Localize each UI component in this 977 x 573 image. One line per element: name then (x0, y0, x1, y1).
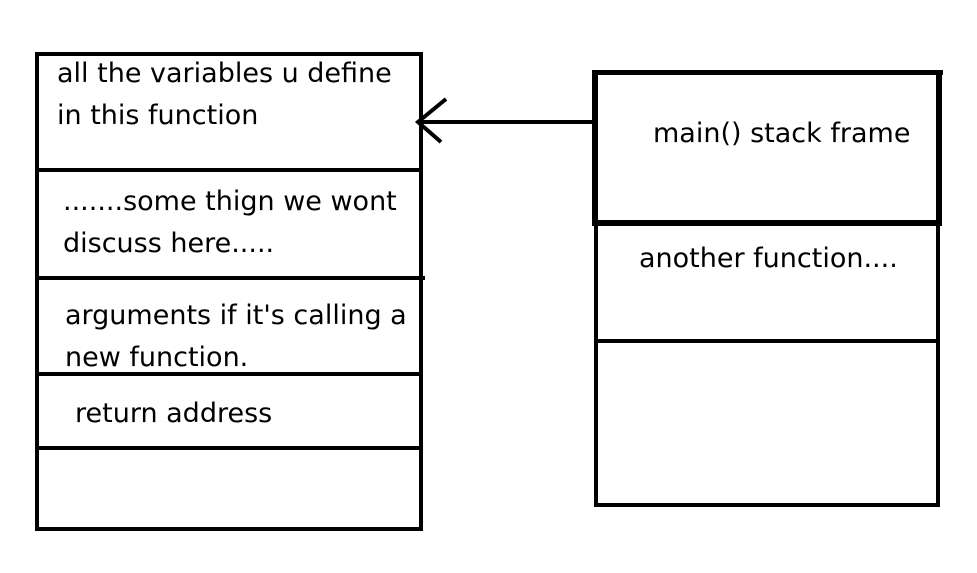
left-stack-border-top (35, 52, 423, 56)
right-cell-1-label: main() stack frame (653, 118, 911, 149)
arrow-head (414, 97, 448, 144)
left-cell-4-line-1: return address (75, 398, 273, 429)
left-cell-3-line-1: arguments if it's calling a (65, 300, 407, 331)
left-cell-2-line-2: discuss here..... (63, 228, 275, 259)
right-stack-border-left (594, 224, 598, 507)
right-stack-frame-bottom (592, 220, 942, 226)
left-stack-divider-2 (35, 276, 425, 280)
left-cell-3-line-2: new function. (65, 342, 249, 373)
left-stack-border-bottom (35, 527, 423, 531)
left-stack-border-left (35, 52, 39, 531)
left-cell-2-line-1: .......some thign we wont (63, 186, 397, 217)
right-stack-frame-left (592, 70, 598, 226)
left-cell-1-line-2: in this function (57, 100, 259, 131)
left-cell-1-line-1: all the variables u define (57, 58, 392, 89)
right-stack-divider-1 (594, 339, 940, 343)
right-stack-frame-right (936, 70, 942, 226)
left-stack-divider-1 (35, 168, 423, 172)
right-stack-frame-top (592, 70, 943, 75)
right-cell-3-empty (598, 343, 936, 503)
left-stack-border-right (419, 52, 423, 531)
left-stack-divider-3 (35, 372, 423, 376)
right-cell-2-label: another function.... (639, 243, 898, 274)
right-stack-border-bottom (594, 503, 940, 507)
left-stack-divider-4 (35, 446, 423, 450)
right-stack-border-right (936, 224, 940, 507)
